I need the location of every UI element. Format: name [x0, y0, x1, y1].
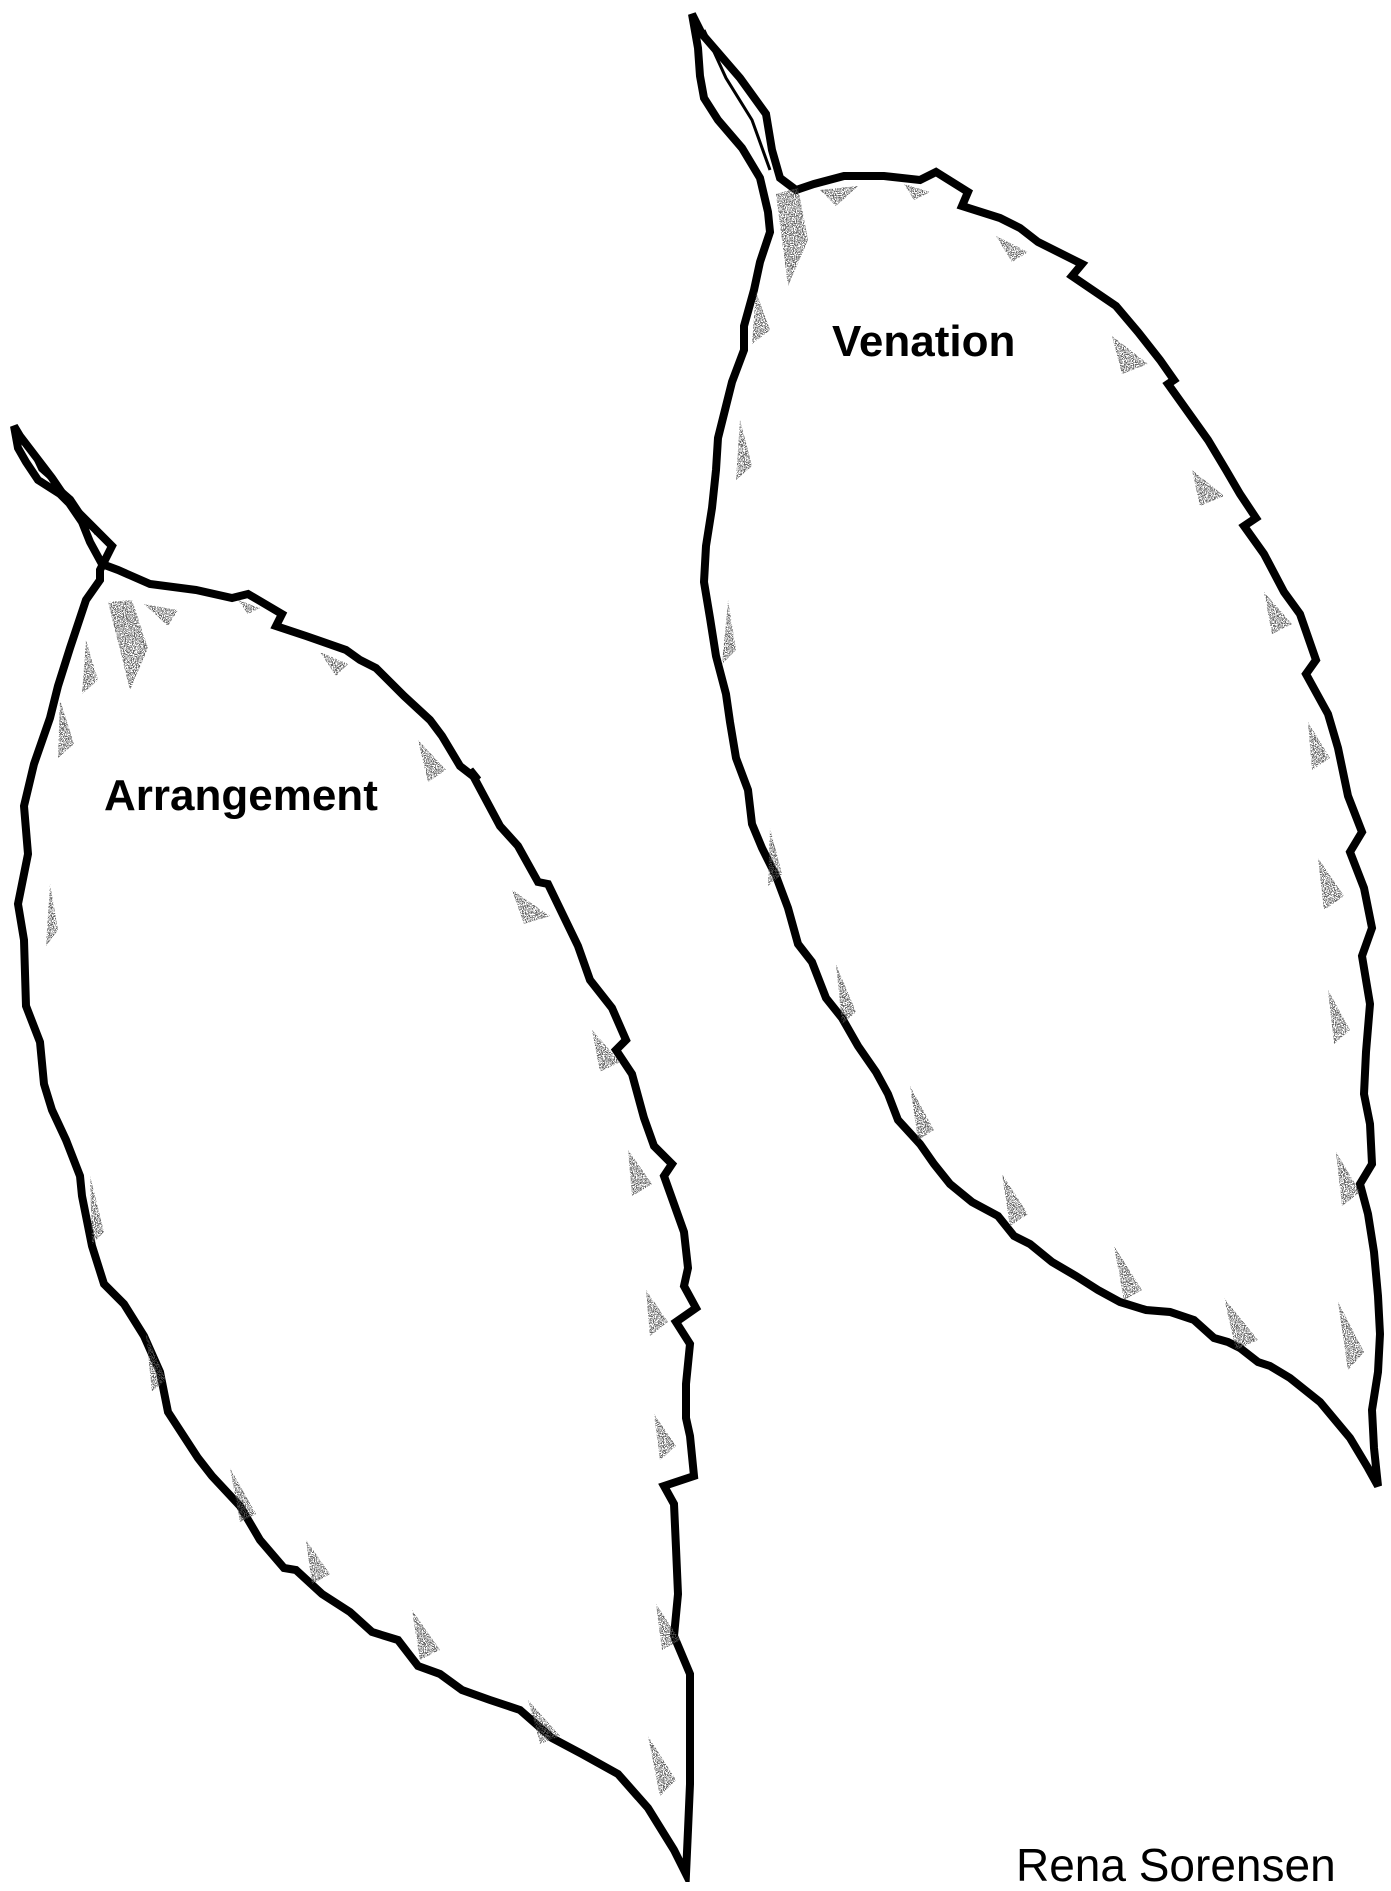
leaf-right-stem	[702, 29, 772, 171]
leaf-right-body	[688, 12, 1385, 1488]
author-credit: Rena Sorensen	[1016, 1839, 1336, 1891]
leaf-outline-icon	[688, 12, 1385, 1488]
leaf-right-shading	[722, 184, 1364, 1370]
leaf-label-venation: Venation	[832, 317, 1016, 366]
leaf-left-shading	[46, 600, 680, 1796]
leaf-outline-icon	[10, 423, 702, 1882]
leaf-left-body	[10, 423, 702, 1882]
leaf-left-stem	[24, 439, 98, 535]
leaf-label-arrangement: Arrangement	[104, 771, 378, 820]
